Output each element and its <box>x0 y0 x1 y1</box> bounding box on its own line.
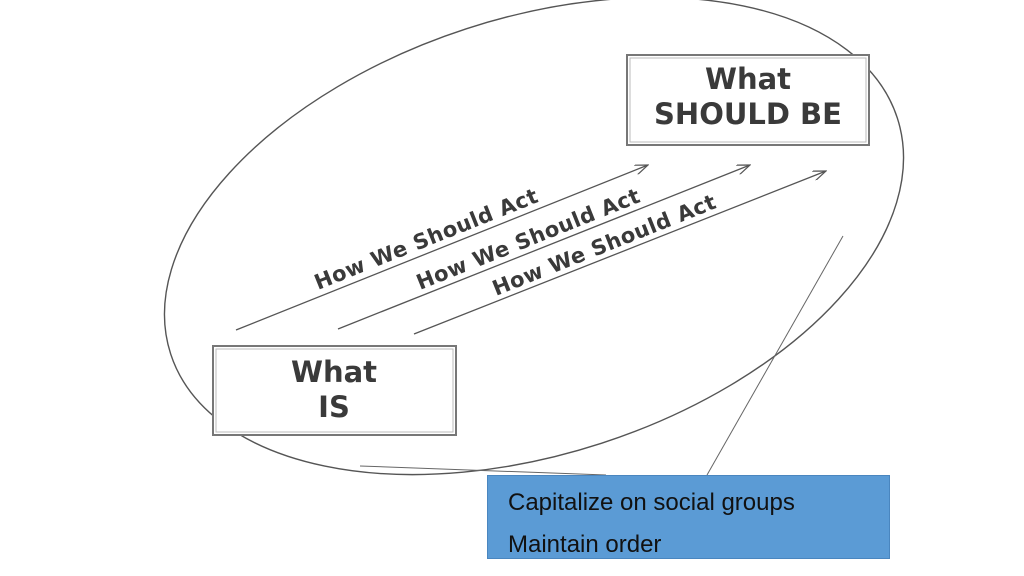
callout-box: Capitalize on social groups Maintain ord… <box>487 475 890 559</box>
what-is-line1: What <box>291 355 377 389</box>
arrow-2 <box>337 165 750 330</box>
what-is-box: What IS <box>212 345 457 436</box>
what-is-line2: IS <box>318 390 350 424</box>
callout-pointer-line-left <box>359 465 607 476</box>
arrow-3 <box>413 171 826 335</box>
what-should-be-line1: What <box>705 62 791 96</box>
callout-pointer-line-right <box>706 235 844 476</box>
callout-item-maintain-order: Maintain order <box>508 531 662 558</box>
scope-ellipse <box>163 0 905 476</box>
what-should-be-box: What SHOULD BE <box>626 54 870 146</box>
callout-item-capitalize: Capitalize on social groups <box>508 489 795 516</box>
what-should-be-line2: SHOULD BE <box>654 97 842 131</box>
arrow-1 <box>235 165 648 331</box>
